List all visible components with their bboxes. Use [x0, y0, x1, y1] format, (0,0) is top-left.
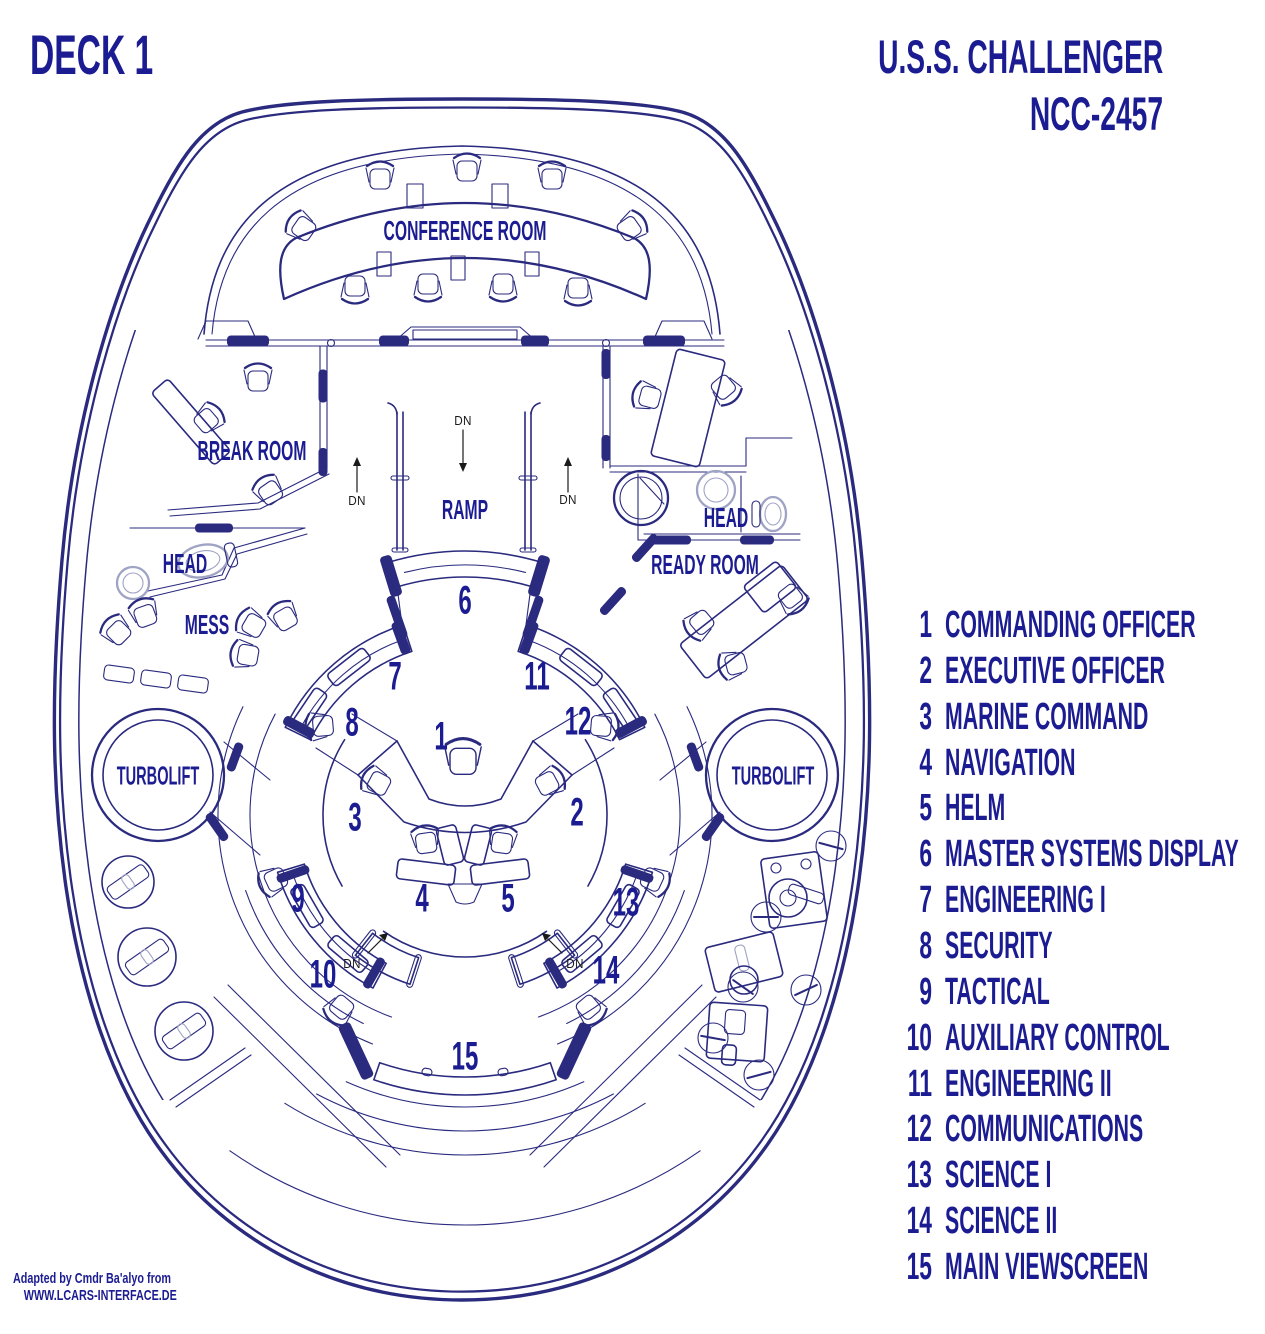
- ramp-area: [387, 402, 541, 553]
- msd-console: [380, 550, 550, 641]
- bridge-core: [315, 713, 615, 958]
- screw-icons: [697, 830, 847, 1091]
- hull: [52, 97, 872, 1302]
- conference-table: [279, 201, 651, 301]
- conference-room-area: [197, 145, 725, 348]
- ready-room-area: [599, 534, 814, 683]
- dn-arrows: [353, 429, 572, 954]
- head-right-area: [612, 469, 801, 545]
- turbolift-right-circle: [659, 707, 840, 856]
- machinery-right: [697, 830, 847, 1091]
- captain-chair: [443, 737, 483, 776]
- machinery-left: [101, 855, 214, 1061]
- mess-area: [95, 593, 304, 694]
- break-room-area: [152, 345, 330, 517]
- ready-room-table: [612, 469, 670, 527]
- viewscreen-arc: [229, 1061, 701, 1226]
- head-left-area: [115, 523, 308, 601]
- console-arcs: [169, 621, 761, 1168]
- turbolift-left-circle: [90, 707, 271, 856]
- office-area: [601, 345, 793, 473]
